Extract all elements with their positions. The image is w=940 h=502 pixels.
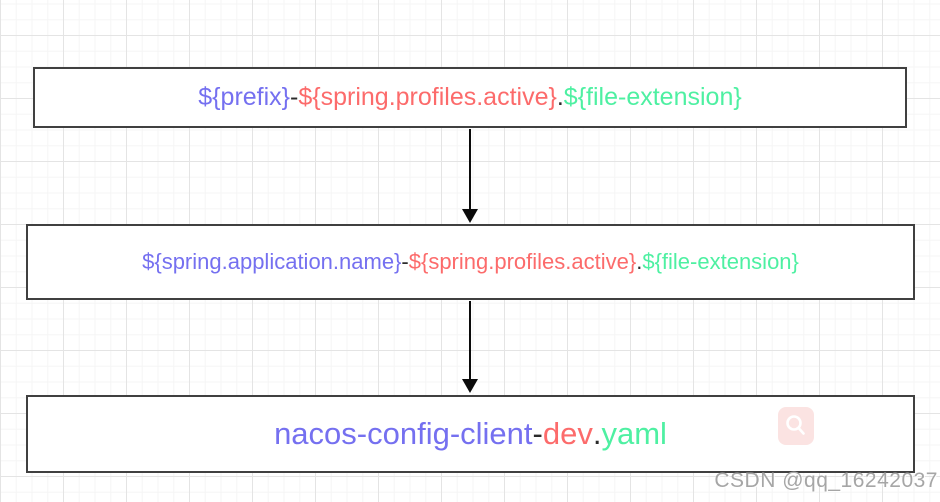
text-segment-dash: - — [532, 416, 543, 451]
watermark: CSDN @qq_16242037 — [714, 469, 938, 492]
text-segment-file-extension: ${file-extension} — [563, 83, 742, 111]
text-segment-profiles-active: ${spring.profiles.active} — [408, 249, 637, 274]
text-segment-file-extension: ${file-extension} — [642, 249, 799, 274]
text-segment-prefix: ${prefix} — [198, 83, 291, 111]
arrow-line — [469, 301, 471, 380]
text-segment-application-name: ${spring.application.name} — [142, 249, 402, 274]
search-icon — [784, 413, 808, 439]
box-dataid-pattern-generic: ${prefix}-${spring.profiles.active}.${fi… — [33, 67, 907, 128]
text-segment-dot: . — [592, 416, 602, 451]
arrow-head-icon — [462, 379, 478, 393]
text-segment-extension-value: yaml — [601, 416, 667, 451]
text-segment-app-name-value: nacos-config-client — [274, 416, 533, 451]
box-dataid-pattern-expanded: ${spring.application.name}-${spring.prof… — [26, 224, 915, 300]
search-button[interactable] — [778, 407, 814, 445]
text-segment-dot: . — [556, 83, 564, 111]
text-segment-dash: - — [290, 83, 299, 111]
text-segment-dash: - — [401, 249, 409, 274]
arrow-head-icon — [462, 209, 478, 223]
box-dataid-example-resolved: nacos-config-client-dev.yaml — [26, 395, 915, 473]
text-segment-profile-value: dev — [542, 416, 593, 451]
arrow-line — [469, 129, 471, 210]
text-segment-dot: . — [636, 249, 643, 274]
text-segment-profiles-active: ${spring.profiles.active} — [298, 83, 557, 111]
